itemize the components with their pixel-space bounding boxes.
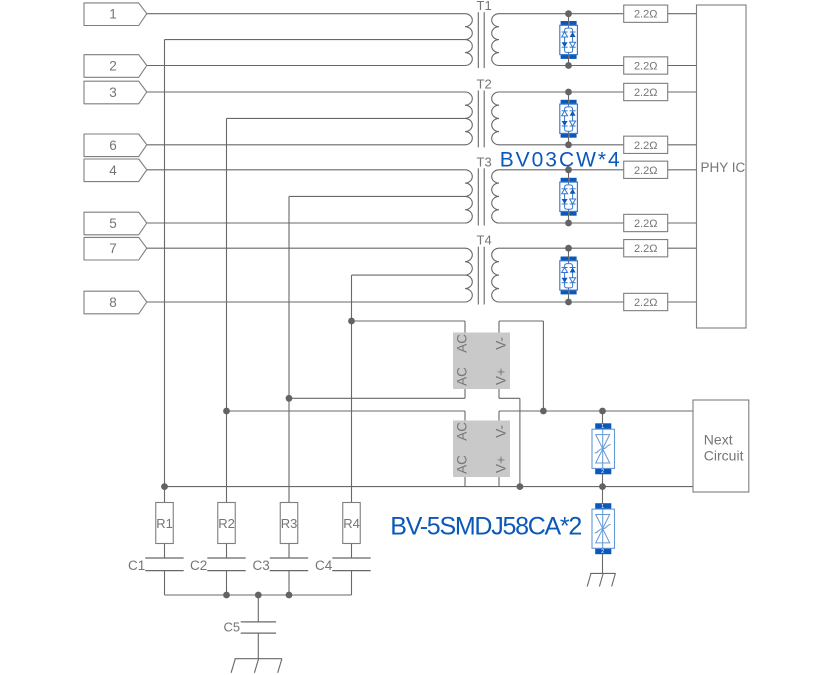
svg-text:BV03CW*4: BV03CW*4	[500, 149, 620, 172]
svg-text:T4: T4	[477, 233, 492, 248]
svg-text:3: 3	[109, 85, 117, 100]
svg-text:6: 6	[109, 138, 117, 153]
svg-text:V+: V+	[494, 456, 509, 473]
svg-text:2.2Ω: 2.2Ω	[634, 9, 658, 21]
svg-text:T1: T1	[477, 0, 492, 13]
svg-text:V-: V-	[494, 425, 509, 438]
svg-text:AC: AC	[455, 422, 470, 441]
svg-text:T3: T3	[477, 154, 492, 169]
svg-text:4: 4	[109, 163, 117, 178]
svg-text:2.2Ω: 2.2Ω	[634, 243, 658, 255]
svg-text:V-: V-	[494, 337, 509, 350]
svg-text:AC: AC	[455, 367, 470, 386]
svg-text:C3: C3	[253, 558, 270, 573]
svg-text:PHY IC: PHY IC	[701, 160, 746, 175]
svg-text:C2: C2	[190, 558, 207, 573]
svg-text:R2: R2	[218, 516, 235, 531]
svg-text:2.2Ω: 2.2Ω	[634, 87, 658, 99]
svg-text:1: 1	[601, 424, 604, 430]
svg-text:R4: R4	[343, 516, 360, 531]
svg-text:5: 5	[109, 216, 117, 231]
svg-text:R1: R1	[156, 516, 173, 531]
svg-text:2: 2	[109, 59, 117, 74]
svg-text:8: 8	[109, 295, 117, 310]
svg-text:AC: AC	[455, 455, 470, 474]
svg-text:T2: T2	[477, 77, 492, 92]
svg-text:C4: C4	[315, 558, 333, 573]
svg-text:2: 2	[601, 549, 604, 555]
svg-text:1: 1	[109, 7, 117, 22]
svg-text:2.2Ω: 2.2Ω	[634, 140, 658, 152]
svg-text:BV-5SMDJ58CA*2: BV-5SMDJ58CA*2	[390, 512, 582, 540]
svg-text:R3: R3	[281, 516, 298, 531]
svg-text:7: 7	[109, 241, 117, 256]
svg-text:Next: Next	[704, 431, 733, 447]
svg-text:2.2Ω: 2.2Ω	[634, 165, 658, 177]
svg-text:2.2Ω: 2.2Ω	[634, 218, 658, 230]
svg-text:2.2Ω: 2.2Ω	[634, 297, 658, 309]
svg-text:1: 1	[601, 504, 604, 510]
svg-text:2: 2	[601, 469, 604, 475]
svg-text:V+: V+	[494, 368, 509, 385]
svg-text:2.2Ω: 2.2Ω	[634, 61, 658, 73]
svg-text:Circuit: Circuit	[704, 448, 744, 464]
svg-text:C5: C5	[224, 620, 241, 635]
svg-text:C1: C1	[128, 558, 145, 573]
svg-text:AC: AC	[455, 334, 470, 353]
